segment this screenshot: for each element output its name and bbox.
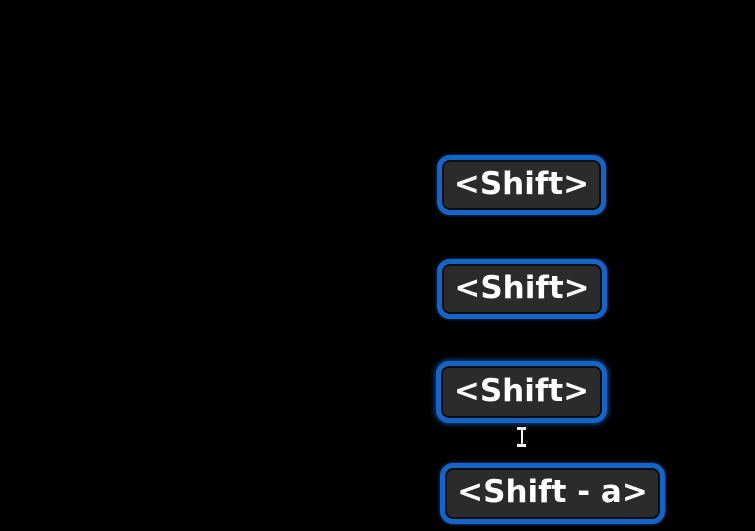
shift-key-label-3: <Shift> (453, 372, 590, 409)
shift-key-label-2: <Shift> (454, 269, 590, 306)
shift-key-label-1: <Shift> (453, 165, 590, 202)
shift-a-key-button[interactable]: <Shift - a> (440, 463, 665, 524)
text-ibeam-cursor (516, 427, 527, 447)
ibeam-stem (520, 428, 523, 446)
shift-key-button-1[interactable]: <Shift> (437, 155, 606, 215)
ibeam-bottom-serif (517, 444, 526, 447)
shift-key-button-3[interactable]: <Shift> (436, 361, 607, 423)
shift-a-key-label: <Shift - a> (457, 474, 648, 510)
shift-key-button-2[interactable]: <Shift> (437, 259, 607, 319)
